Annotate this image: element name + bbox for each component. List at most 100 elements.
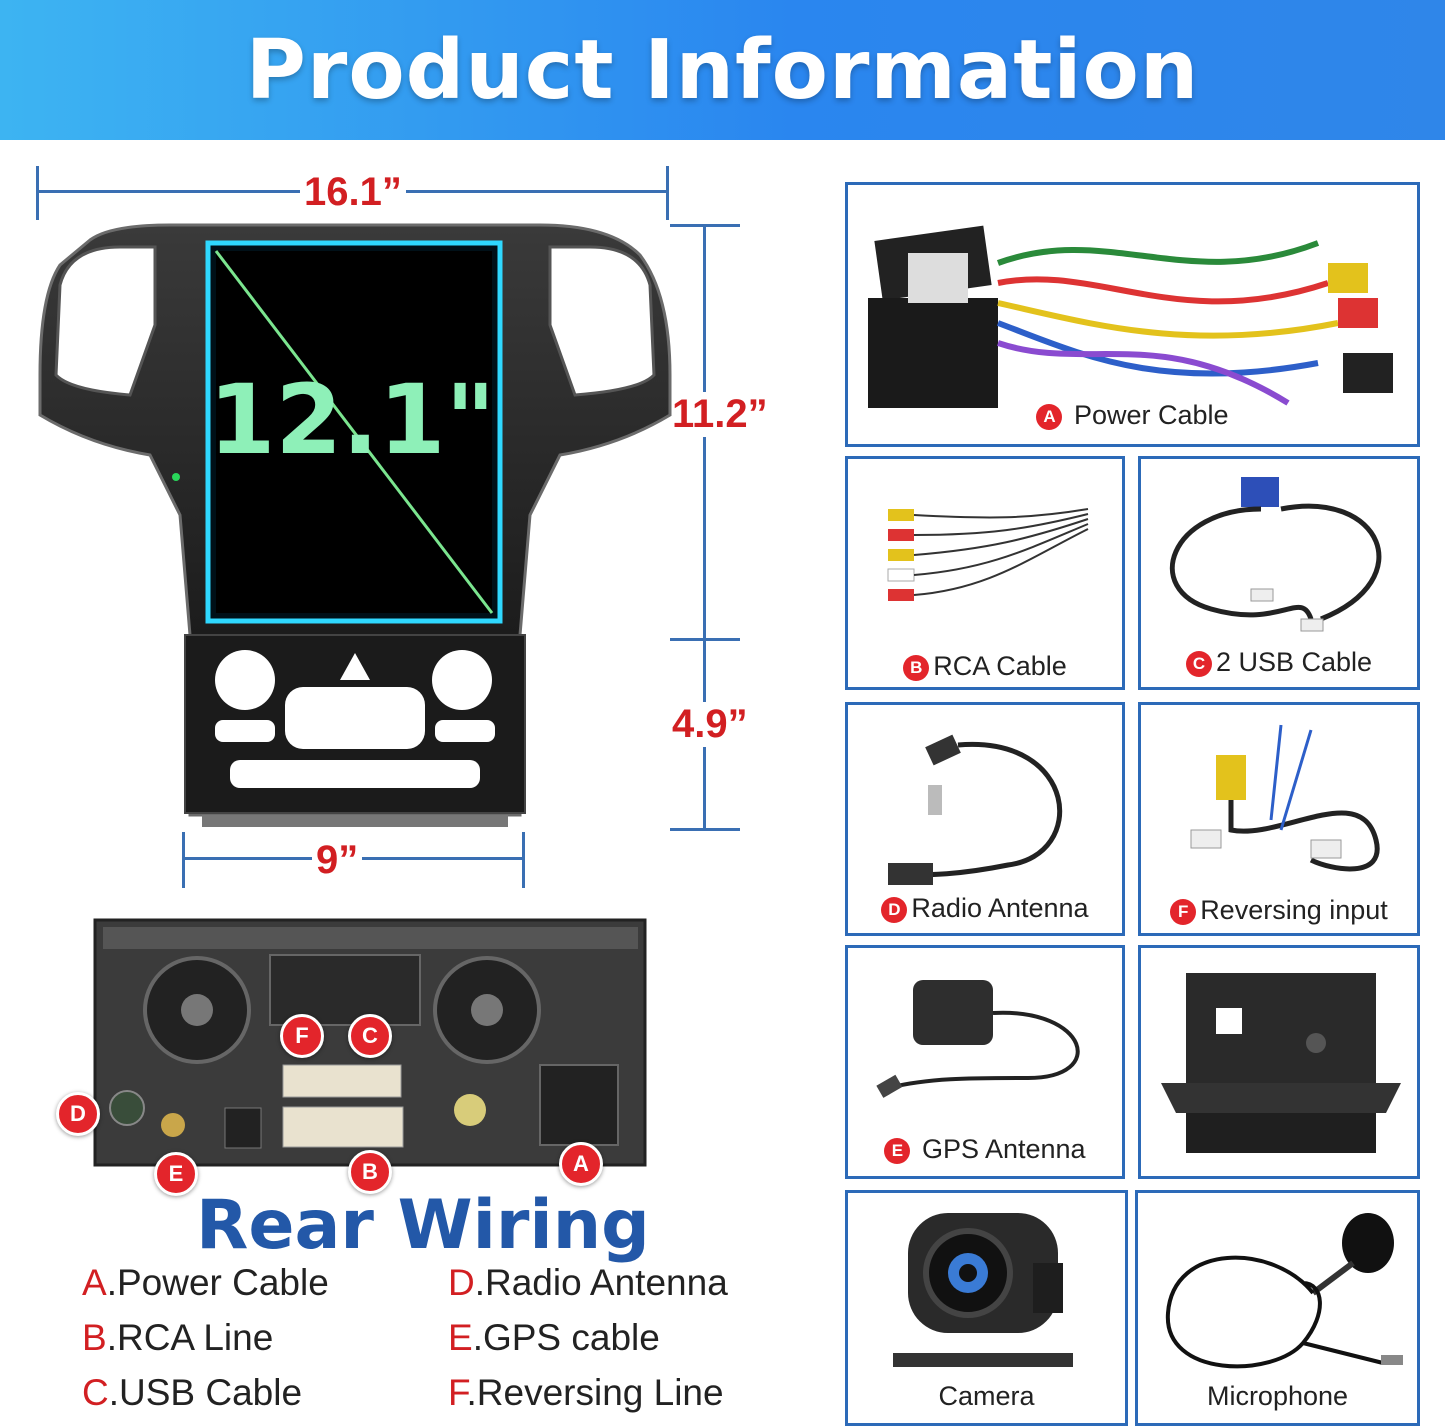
small-port [224, 1107, 262, 1149]
button-row-2 [435, 720, 495, 742]
white-connector-upper [282, 1064, 402, 1098]
lower-width-tick-left [182, 832, 185, 888]
accessory-badge: A [1036, 403, 1063, 430]
right-knob [432, 650, 492, 710]
accessory-gps-antenna: E GPS Antenna [845, 945, 1125, 1179]
radio-antenna-cable-icon [888, 734, 1063, 885]
accessory-badge: B [903, 654, 930, 681]
header-banner: Product Information [0, 0, 1445, 140]
right-vent [548, 245, 656, 397]
cc-sticker [454, 1094, 486, 1126]
height-dimension-line [703, 224, 706, 830]
rca-cable-icon [887, 508, 1089, 601]
lower-width-tick-right [522, 832, 525, 888]
head-unit-illustration: 12.1" [38, 223, 672, 827]
legend-letter: D [448, 1262, 475, 1303]
rear-badge-b: B [348, 1150, 392, 1194]
accessory-label: RCA Cable [933, 651, 1067, 681]
accessory-badge: E [884, 1137, 911, 1164]
mounting-bracket-icon [1161, 973, 1401, 1153]
accessory-caption: E GPS Antenna [848, 1134, 1122, 1165]
left-fan-hub [181, 994, 213, 1026]
width-dimension-label: 16.1” [300, 170, 406, 215]
rear-badge-e: E [154, 1152, 198, 1196]
width-dimension-tick-left [36, 166, 39, 220]
accessory-label: GPS Antenna [921, 1134, 1086, 1164]
center-button [285, 687, 425, 749]
accessory-label: Reversing input [1200, 895, 1388, 925]
chassis-top-rail [103, 927, 638, 949]
legend-radio-antenna: D.Radio Antenna [448, 1262, 728, 1304]
legend-text: .RCA Line [106, 1317, 274, 1358]
legend-text: .Radio Antenna [474, 1262, 728, 1303]
legend-usb-cable: C.USB Cable [82, 1372, 302, 1414]
accessory-power-cable: A Power Cable [845, 182, 1420, 447]
gps-antenna-icon [876, 980, 1080, 1098]
accessory-badge: D [881, 896, 908, 923]
rear-badge-d: D [56, 1092, 100, 1136]
legend-text: .USB Cable [108, 1372, 303, 1413]
lower-height-dimension-label: 4.9” [668, 702, 752, 747]
legend-letter: B [82, 1317, 107, 1358]
left-knob [215, 650, 275, 710]
legend-letter: A [82, 1262, 107, 1303]
gps-port [161, 1113, 185, 1137]
accessory-badge: F [1170, 898, 1197, 925]
rear-badge-f: F [280, 1014, 324, 1058]
usb-cable-icon [1169, 477, 1382, 632]
rear-badge-a: A [559, 1142, 603, 1186]
accessory-label: Power Cable [1073, 400, 1229, 430]
power-connector [539, 1064, 619, 1146]
legend-letter: F [448, 1372, 467, 1413]
height-dimension-tick-bottom [670, 828, 740, 831]
height-dimension-tick-top [670, 224, 740, 227]
reversing-input-cable-icon [1190, 724, 1380, 872]
accessory-caption: Microphone [1138, 1381, 1417, 1412]
legend-letter: C [82, 1372, 109, 1413]
rear-badge-c: C [348, 1014, 392, 1058]
accessory-label: Radio Antenna [911, 893, 1089, 923]
accessory-caption: Camera [848, 1381, 1125, 1412]
legend-text: .Reversing Line [466, 1372, 724, 1413]
white-connector-lower [282, 1106, 404, 1148]
radio-antenna-port [109, 1090, 145, 1126]
screen-size-label: 12.1" [209, 364, 496, 476]
power-cable-harness-icon [868, 225, 1393, 408]
screen-diagonal [214, 250, 494, 614]
power-led [172, 473, 180, 481]
right-fan-hub [471, 994, 503, 1026]
microphone-icon [1165, 1213, 1403, 1369]
legend-power-cable: A.Power Cable [82, 1262, 329, 1304]
legend-letter: E [448, 1317, 473, 1358]
accessory-microphone: Microphone [1135, 1190, 1420, 1426]
accessory-label: Camera [938, 1381, 1035, 1411]
lower-width-dimension-label: 9” [312, 838, 363, 883]
legend-rca-line: B.RCA Line [82, 1317, 273, 1359]
accessory-label: Microphone [1206, 1381, 1349, 1411]
button-row-1 [215, 720, 275, 742]
height-dimension-label: 11.2” [668, 392, 772, 437]
accessory-badge: C [1185, 650, 1212, 677]
width-dimension-tick-right [666, 166, 669, 220]
accessory-label: 2 USB Cable [1215, 647, 1373, 677]
accessory-camera: Camera [845, 1190, 1128, 1426]
bottom-trim [202, 815, 508, 827]
height-dimension-tick-mid [670, 638, 740, 641]
top-connector-bank [269, 954, 421, 1026]
legend-text: .GPS cable [472, 1317, 660, 1358]
page-title: Product Information [245, 22, 1200, 118]
legend-reversing-line: F.Reversing Line [448, 1372, 724, 1414]
button-row-3 [230, 760, 480, 788]
rear-wiring-title: Rear Wiring [196, 1186, 650, 1265]
legend-text: .Power Cable [106, 1262, 329, 1303]
accessory-caption: A Power Cable [848, 400, 1417, 431]
legend-gps-cable: E.GPS cable [448, 1317, 660, 1359]
